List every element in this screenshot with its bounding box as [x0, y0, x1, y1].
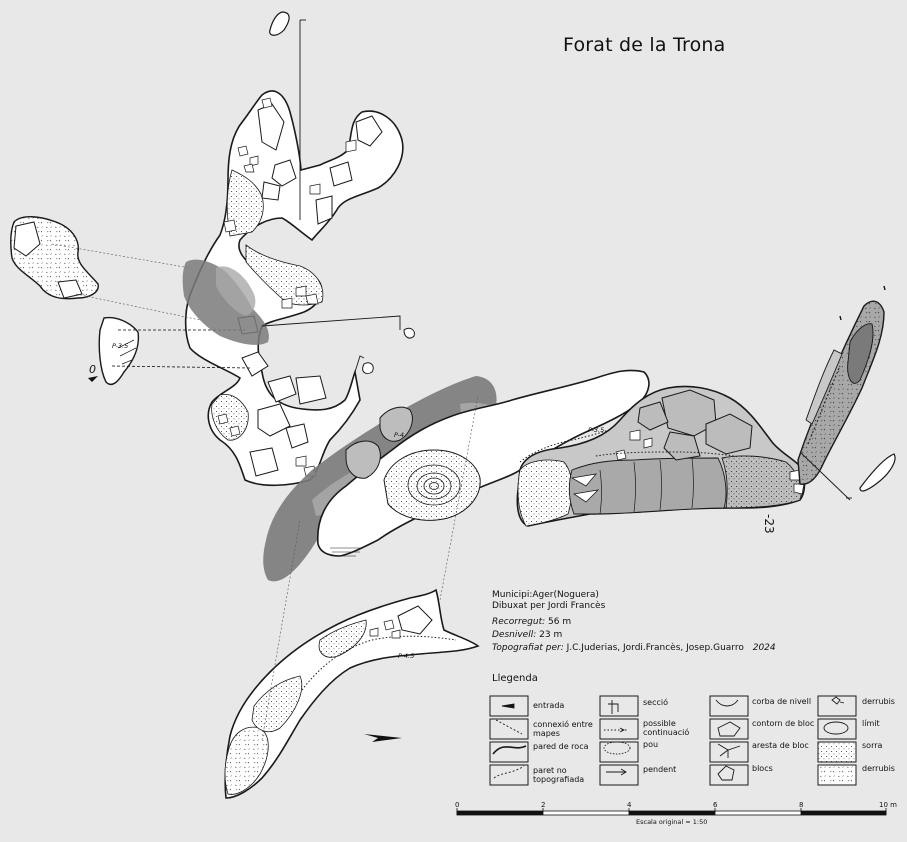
recorregut-line: Recorregut: 56 m — [492, 617, 571, 627]
scale-tick-8: 8 — [799, 801, 804, 809]
topografiat-line: Topografiat per: J.C.Juderias, Jordi.Fra… — [492, 643, 776, 653]
east-shaft — [797, 285, 896, 501]
legend-label-derrubis-2: derrubis — [862, 764, 895, 773]
label-p35-east: P-3.5 — [588, 426, 604, 434]
label-depth: -23 — [762, 514, 776, 534]
north-passage — [184, 11, 404, 487]
legend-label-contorn-bloc: contorn de bloc — [752, 719, 815, 728]
legend-label-paret-no-topo: paret no topografiada — [533, 766, 585, 784]
label-p35-west: P-3.5 — [112, 342, 128, 350]
desnivell-label: Desnivell: — [492, 630, 537, 640]
legend-label-pared-roca: pared de roca — [533, 742, 589, 751]
label-zero: 0 — [89, 363, 96, 376]
scale-tick-6: 6 — [713, 801, 718, 809]
legend-label-blocs: blocs — [752, 764, 773, 773]
legend-label-connexio: connexió entre mapes — [533, 720, 593, 738]
recorregut-value: 56 m — [548, 617, 572, 627]
legend-label-corba-nivell: corba de nivell — [752, 697, 812, 706]
south-passage — [224, 395, 480, 799]
west-fragments — [9, 216, 251, 386]
scale-tick-0: 0 — [455, 801, 460, 809]
legend-label-possible-continuacio: possible continuació — [643, 719, 690, 737]
legend-label-seccio: secció — [643, 698, 669, 707]
north-arrow-icon — [364, 734, 402, 742]
desnivell-line: Desnivell: 23 m — [492, 630, 562, 640]
legend-label-limit: límit — [862, 719, 880, 728]
scale-tick-10: 10 m — [879, 801, 897, 809]
topografiat-year: 2024 — [752, 643, 776, 653]
legend-label-sorra: sorra — [862, 741, 883, 750]
scale-tick-2: 2 — [541, 801, 546, 809]
scale-tick-4: 4 — [627, 801, 632, 809]
legend-label-entrada: entrada — [533, 701, 565, 710]
legend-label-pendent: pendent — [643, 765, 677, 774]
desnivell-value: 23 m — [539, 630, 563, 640]
scale-bar — [456, 808, 887, 816]
label-p4: P-4 — [394, 431, 404, 439]
map-title: Forat de la Trona — [563, 34, 726, 56]
municipi-text: Municipi:Ager(Noguera) — [492, 590, 599, 600]
topografiat-label: Topografiat per: — [492, 643, 564, 653]
legend-symbols — [492, 696, 849, 781]
legend-label-derrubis-1: derrubis — [862, 697, 895, 706]
legend-label-pou: pou — [643, 740, 659, 749]
recorregut-label: Recorregut: — [492, 617, 546, 627]
legend-title: Llegenda — [492, 673, 538, 684]
legend-boxes — [489, 695, 857, 786]
label-p45: P-4.5 — [398, 652, 414, 660]
topografiat-value: J.C.Juderias, Jordi.Francès, Josep.Guarr… — [566, 643, 744, 653]
dibuixat-text: Dibuxat per Jordi Francès — [492, 601, 606, 611]
east-chamber — [516, 385, 806, 527]
scale-caption: Escala original = 1:50 — [636, 818, 708, 826]
legend-label-aresta-bloc: aresta de bloc — [752, 741, 809, 750]
mid-pieces — [261, 315, 415, 479]
